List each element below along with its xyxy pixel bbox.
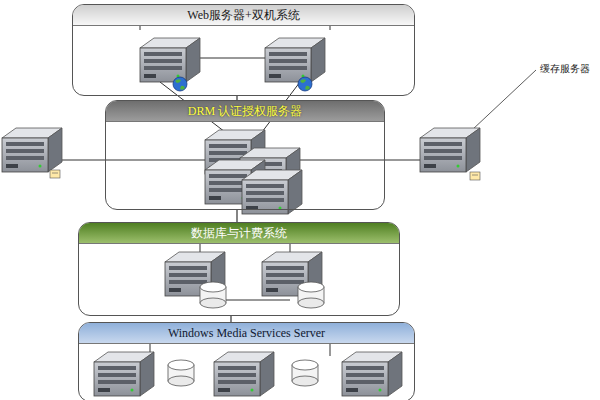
band-header: DRM 认证授权服务器 xyxy=(106,101,384,122)
band-header: 数据库与计费系统 xyxy=(79,223,399,244)
band-header: Windows Media Services Server xyxy=(79,323,414,344)
system-band: Windows Media Services Server xyxy=(78,322,415,400)
system-band: Web服务器+双机系统 xyxy=(72,4,415,96)
system-band: 数据库与计费系统 xyxy=(78,222,400,316)
callout-label: 缓存服务器 xyxy=(538,62,592,76)
system-band: DRM 认证授权服务器 xyxy=(105,100,385,210)
link-line xyxy=(237,210,238,222)
band-header: Web服务器+双机系统 xyxy=(73,5,414,26)
